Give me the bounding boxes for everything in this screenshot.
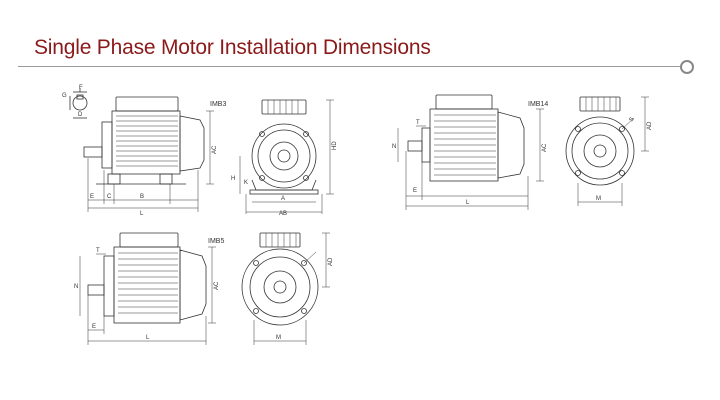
page-title: Single Phase Motor Installation Dimensio…	[34, 36, 431, 59]
imb5-label: IMB5	[208, 238, 224, 245]
dim-label-ad: AD	[328, 257, 334, 266]
dim-label-l: L	[146, 335, 150, 341]
dim-label-l: L	[466, 200, 470, 206]
imb3-front-view: H K A AB HD	[231, 99, 338, 217]
imb5-front-view: AD M	[241, 232, 334, 345]
dim-label-e: E	[90, 194, 94, 200]
imb3-housing-outline	[251, 123, 317, 189]
dim-label-s: S	[629, 117, 636, 123]
dim-label-f: F	[79, 85, 83, 91]
dim-label-ad: AD	[647, 121, 653, 130]
dim-label-a: A	[281, 196, 285, 202]
dim-label-ab: AB	[279, 211, 287, 217]
shaft-key-detail	[69, 88, 88, 119]
dim-label-ac: AC	[212, 145, 218, 154]
dim-label-h: H	[231, 176, 235, 182]
divider-end-circle-icon	[680, 60, 694, 74]
dim-label-hd: HD	[332, 141, 338, 150]
title-divider	[18, 66, 682, 67]
imb14-side-view: T N E L AC IMB14	[392, 94, 548, 210]
dim-label-e: E	[92, 324, 96, 330]
dim-label-ac: AC	[542, 143, 548, 152]
imb14-front-view: S AD M	[565, 96, 653, 206]
motor-body	[111, 110, 181, 175]
dim-label-ac: AC	[214, 281, 220, 290]
dim-label-b: B	[140, 194, 144, 200]
shaft	[83, 146, 103, 158]
dim-label-t: T	[416, 120, 420, 126]
fan-cover	[179, 115, 205, 172]
imb14-label: IMB14	[528, 101, 548, 108]
imb3-label: IMB3	[210, 101, 226, 108]
dim-label-c: C	[107, 194, 112, 200]
imb5-side-view: T N E L AC IMB5	[74, 232, 224, 345]
dim-label-d: D	[78, 112, 83, 118]
dim-label-k: K	[244, 180, 248, 186]
dim-label-l: L	[140, 211, 144, 217]
dim-label-m: M	[276, 335, 281, 341]
terminal-box	[115, 96, 179, 112]
dim-label-t: T	[96, 248, 100, 254]
dim-label-e: E	[413, 188, 417, 194]
dim-label-m: M	[596, 196, 601, 202]
dim-label-n: N	[74, 284, 78, 290]
dim-label-g: G	[62, 93, 67, 99]
dim-label-n: N	[392, 144, 396, 150]
imb3-side-view: G F D E C B L AC IMB3	[62, 85, 226, 217]
